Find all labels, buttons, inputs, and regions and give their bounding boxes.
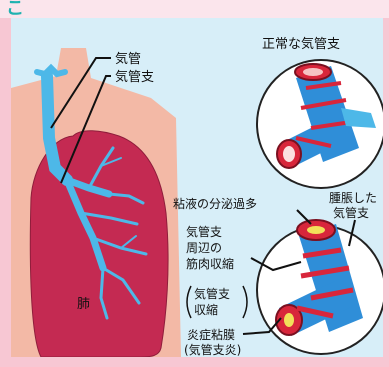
mucus-label: 粘液の分泌過多 <box>173 196 257 211</box>
constrict-bracket-right <box>243 286 247 318</box>
bronchus-diagram: 気管 気管支 肺 正常な気管支 粘液の分泌 <box>11 18 383 357</box>
inflamed-bronchus-illustration <box>257 220 383 354</box>
muscle-label-2: 周辺の <box>186 241 222 255</box>
inflam-label-1: 炎症粘膜 <box>187 327 235 342</box>
constrict-label-2: 収縮 <box>194 302 218 317</box>
normal-bronchus-title: 正常な気管支 <box>262 36 340 52</box>
trachea-label: 気管 <box>115 51 141 67</box>
diagram-panel: 気管 気管支 肺 正常な気管支 粘液の分泌 <box>11 18 383 357</box>
swollen-label-2: 気管支 <box>333 205 369 220</box>
inflam-label-2: (気管支炎) <box>184 342 241 357</box>
constrict-label-1: 気管支 <box>194 286 230 301</box>
top-strip: こ <box>0 0 389 18</box>
swollen-label-1: 腫脹した <box>329 191 377 205</box>
header-glyph: こ <box>6 0 24 20</box>
muscle-label-3: 筋肉収縮 <box>186 256 234 271</box>
normal-bronchus-illustration <box>257 60 383 188</box>
constrict-bracket-left <box>187 286 191 318</box>
bronchus-label: 気管支 <box>115 69 154 85</box>
muscle-label-1: 気管支 <box>186 224 222 239</box>
lung-label: 肺 <box>77 297 90 312</box>
